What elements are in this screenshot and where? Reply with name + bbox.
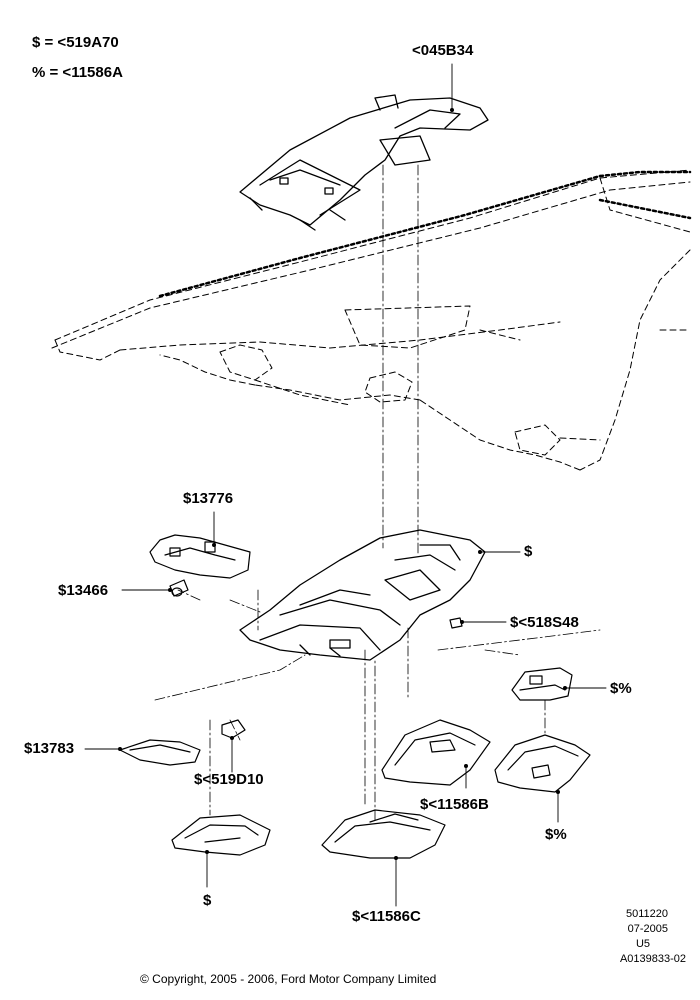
label-headliner-part: <045B34: [412, 42, 474, 59]
reference-date: 07-2005: [627, 923, 668, 935]
clip-519d10: [221, 719, 246, 739]
headliner-outline: [51, 169, 691, 471]
tray-11586c: [321, 809, 446, 859]
leader-lines: [84, 63, 607, 907]
headliner-edge-band: [158, 170, 692, 298]
overhead-console: [239, 529, 486, 661]
headliner-bracket-part: [239, 94, 489, 231]
module-part: [511, 667, 573, 701]
cover-right: [494, 734, 591, 793]
label-bezel-11586b: $<11586B: [420, 796, 489, 813]
label-console: $: [524, 543, 533, 560]
reference-block: 5011220 07-2005 U5 A0139833-02: [566, 907, 686, 967]
lens-13783: [119, 739, 201, 766]
label-module: $%: [610, 680, 632, 697]
label-clip-519d10: $<519D10: [194, 771, 264, 788]
label-tray-11586c: $<11586C: [352, 908, 421, 925]
label-bulb-13466: $13466: [58, 582, 109, 599]
bracket-13776: [149, 534, 251, 579]
reference-figure: A0139833-02: [619, 953, 686, 965]
bezel-11586b: [381, 719, 491, 786]
screw-518s48: [449, 617, 463, 629]
legend-line-2: % = <11586A: [32, 64, 123, 81]
label-bracket-13776: $13776: [183, 490, 234, 507]
copyright-text: © Copyright, 2005 - 2006, Ford Motor Com…: [140, 972, 437, 986]
legend-line-1: $ = <519A70: [32, 34, 119, 51]
reference-code: U5: [635, 938, 650, 950]
label-cover-left: $: [203, 892, 212, 909]
label-screw-518s48: $<518S48: [510, 614, 579, 631]
bulb-13466: [169, 579, 189, 597]
label-lens-13783: $13783: [24, 740, 75, 757]
cover-left: [171, 814, 271, 856]
reference-id: 5011220: [625, 908, 668, 920]
label-cover-right: $%: [545, 826, 567, 843]
leader-dots: [118, 108, 567, 860]
